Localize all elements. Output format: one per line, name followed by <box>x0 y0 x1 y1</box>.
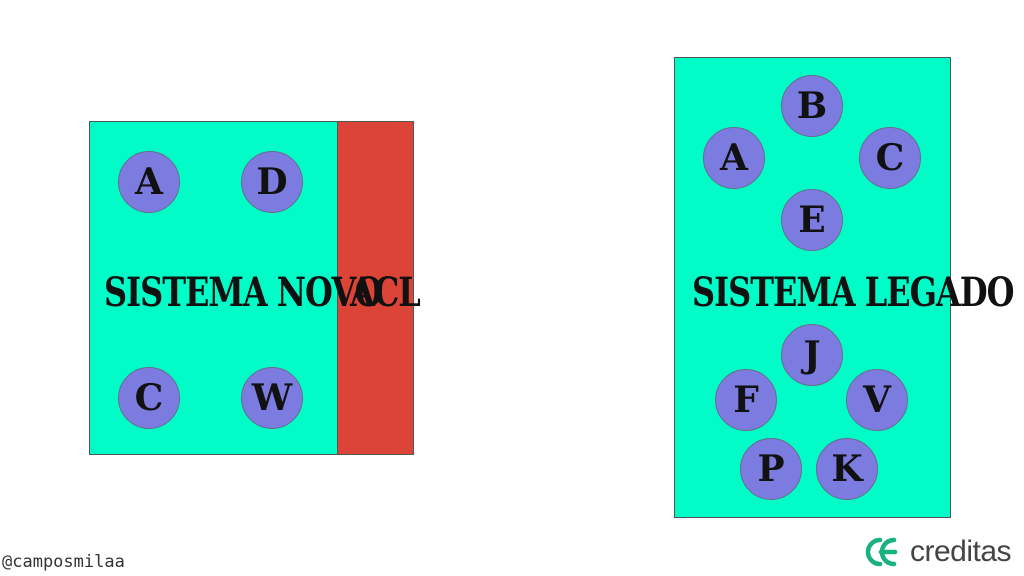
brand: creditas <box>862 534 1012 570</box>
creditas-logo-icon <box>865 537 898 567</box>
legado-node-a: A <box>703 127 765 189</box>
legado-node-b: B <box>781 75 843 137</box>
legado-node-k: K <box>816 438 878 500</box>
sistema-novo-label: SISTEMA NOVO <box>104 268 382 316</box>
legado-node-e: E <box>781 189 843 251</box>
novo-node-a: A <box>118 151 180 213</box>
novo-node-d: D <box>241 151 303 213</box>
sistema-legado-label: SISTEMA LEGADO <box>692 268 1014 316</box>
legado-node-p: P <box>740 438 802 500</box>
legado-node-f: F <box>715 369 777 431</box>
brand-name: creditas <box>910 535 1012 568</box>
author-handle: @camposmilaa <box>2 552 125 572</box>
novo-node-c: C <box>118 367 180 429</box>
novo-node-w: W <box>241 367 303 429</box>
legado-node-j: J <box>781 324 843 386</box>
acl-box <box>337 121 414 455</box>
acl-label: ACL <box>350 268 421 316</box>
legado-node-v: V <box>846 369 908 431</box>
legado-node-c: C <box>859 127 921 189</box>
